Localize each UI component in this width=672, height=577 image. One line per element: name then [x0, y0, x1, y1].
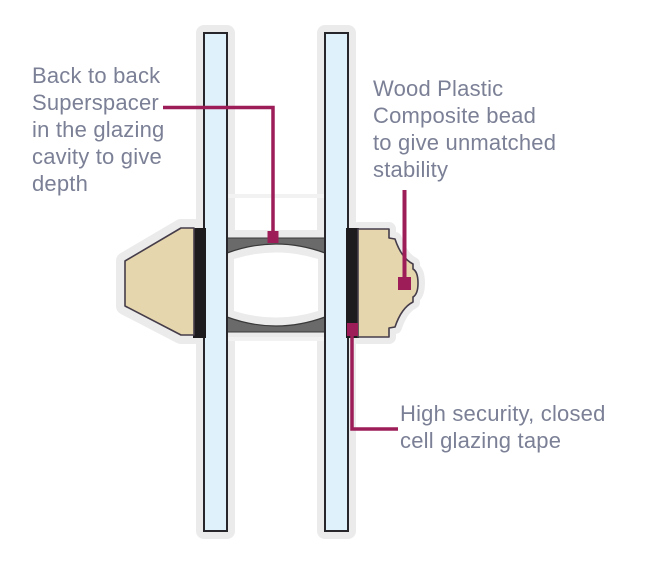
glazing-cavity [234, 252, 318, 318]
label-superspacer: Back to back Superspacer in the glazing … [32, 63, 165, 196]
marker-wpc-bead [398, 277, 411, 290]
glass-pane-right [324, 32, 349, 532]
marker-glazing-tape [347, 323, 358, 336]
glazing-tape-left [193, 228, 206, 338]
label-glazing-tape: High security, closed cell glazing tape [400, 401, 606, 453]
leader-line-glazing-tape [350, 330, 398, 431]
leader-line-superspacer [163, 105, 275, 231]
glazing-tape-right [346, 228, 359, 338]
bead-left [124, 227, 195, 336]
marker-superspacer [267, 231, 279, 243]
label-wpc-bead: Wood Plastic Composite bead to give unma… [373, 76, 557, 182]
